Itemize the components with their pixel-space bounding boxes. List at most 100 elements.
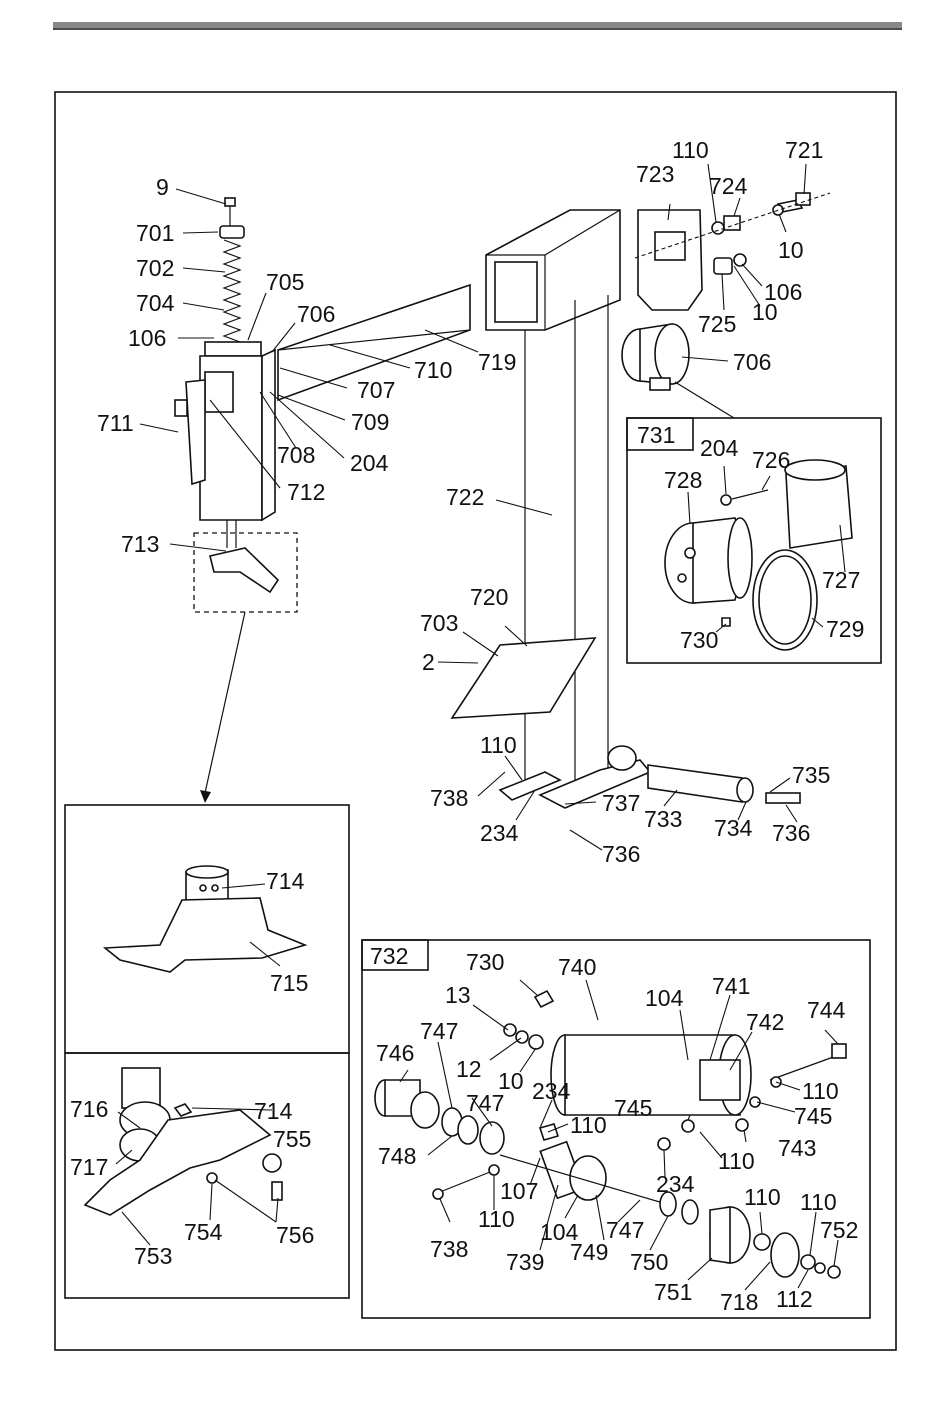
label-104-bottom: 104 [540,1219,579,1245]
inset-731-parts [664,459,853,651]
label-739: 739 [506,1249,544,1275]
part-labels: 9 701 702 704 106 705 706 719 710 707 70… [70,137,864,1315]
label-722: 722 [446,484,484,510]
label-745-a: 745 [614,1095,652,1121]
label-747-b: 747 [466,1090,504,1116]
detail-714-715-parts [102,865,308,973]
cylinder-706-to-inset [674,381,735,419]
label-110-right-a: 110 [802,1078,839,1104]
label-736-bottom: 736 [602,841,640,867]
cylinder-706 [621,323,690,391]
label-738-main: 738 [430,1236,468,1262]
label-747-c: 747 [606,1217,644,1243]
label-712: 712 [287,479,325,505]
label-727: 727 [822,567,860,593]
label-756: 756 [276,1222,314,1248]
label-707: 707 [357,377,395,403]
column-722 [485,209,621,795]
label-750: 750 [630,1249,668,1275]
label-110-main-d: 110 [800,1189,837,1215]
label-744: 744 [807,997,846,1023]
label-107: 107 [500,1178,538,1204]
inset-box-732 [361,939,871,1319]
label-13: 13 [445,982,471,1008]
leader-lines [115,163,846,1291]
label-717: 717 [70,1154,108,1180]
label-725: 725 [698,311,736,337]
label-715: 715 [270,970,308,996]
label-743: 743 [778,1135,816,1161]
label-703: 703 [420,610,458,636]
inset-box-732-tag [361,939,429,971]
label-735: 735 [792,762,830,788]
label-110-top: 110 [672,137,709,163]
inset-box-731-tag [626,417,694,451]
label-755: 755 [273,1126,311,1152]
label-204-head: 204 [350,450,389,476]
label-747-a: 747 [420,1018,458,1044]
label-751: 751 [654,1279,692,1305]
label-234-main-b: 234 [656,1171,695,1197]
label-709: 709 [351,409,389,435]
label-714-lower: 714 [254,1098,293,1124]
detail-box-lower [64,1052,350,1299]
label-9: 9 [156,174,169,200]
label-701: 701 [136,220,174,246]
label-706-cylinder: 706 [733,349,771,375]
label-110-base: 110 [480,732,517,758]
label-746: 746 [376,1040,414,1066]
label-742: 742 [746,1009,784,1035]
label-112: 112 [776,1286,813,1312]
label-726: 726 [752,447,790,473]
dashed-detail-marker [193,532,298,613]
label-745-b: 745 [794,1103,832,1129]
label-718: 718 [720,1289,758,1315]
label-714-upper: 714 [266,868,305,894]
label-716: 716 [70,1096,108,1122]
label-106-top: 106 [764,279,802,305]
inset-732-parts [374,989,847,1279]
label-721: 721 [785,137,823,163]
label-729: 729 [826,616,864,642]
label-752: 752 [820,1217,858,1243]
label-753: 753 [134,1243,172,1269]
inset-box-731-label: 731 [637,422,675,448]
arm-719 [277,283,471,402]
label-234-main-a: 234 [532,1078,571,1104]
inset-box-731 [626,417,882,664]
label-720: 720 [470,584,508,610]
detail-arrow-line [204,611,246,794]
label-110-main-c: 110 [744,1184,781,1210]
label-741: 741 [712,973,750,999]
label-749: 749 [570,1239,608,1265]
label-711: 711 [97,410,134,436]
label-106-left: 106 [128,325,166,351]
label-702: 702 [136,255,174,281]
label-730-inset: 730 [680,627,718,653]
label-10-mid: 10 [752,299,778,325]
label-234-base: 234 [480,820,519,846]
label-110-main-a: 110 [570,1112,607,1138]
label-708: 708 [277,442,315,468]
label-706-arm: 706 [297,301,335,327]
label-10-top: 10 [778,237,804,263]
label-10-main: 10 [498,1068,524,1094]
label-723: 723 [636,161,674,187]
base-assembly [498,745,801,809]
label-12: 12 [456,1056,482,1082]
label-710: 710 [414,357,452,383]
plate-720 [450,637,597,719]
label-740: 740 [558,954,596,980]
label-733: 733 [644,806,682,832]
label-724: 724 [709,173,748,199]
top-right-hardware [634,192,831,275]
label-719: 719 [478,349,516,375]
label-705: 705 [266,269,304,295]
label-713: 713 [121,531,159,557]
label-110-main-e: 110 [478,1206,515,1232]
label-736-right: 736 [772,820,810,846]
detail-lower-parts [83,1067,283,1216]
detail-arrow-head [200,790,211,803]
inset-box-732-label: 732 [370,943,408,969]
